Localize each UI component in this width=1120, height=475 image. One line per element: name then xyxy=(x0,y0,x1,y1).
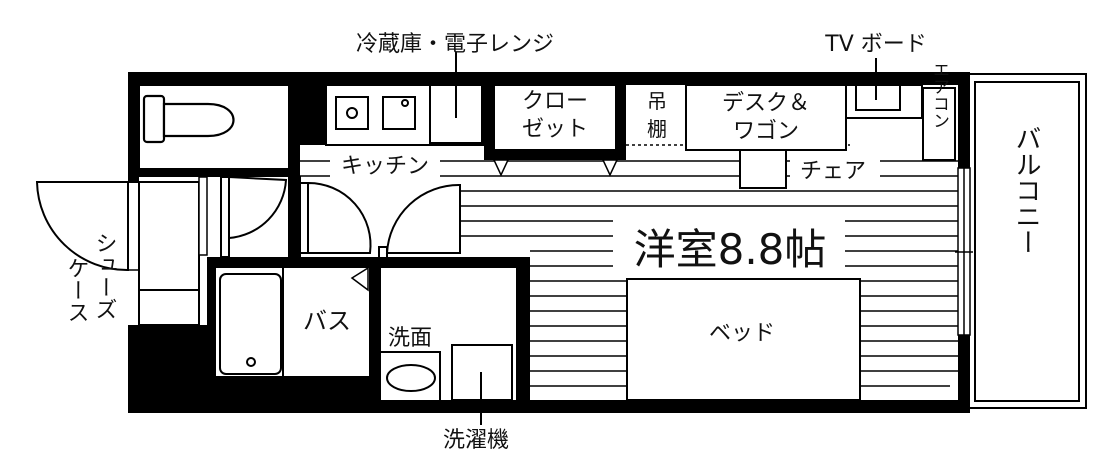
bath-block xyxy=(207,257,530,425)
hall-doors xyxy=(220,175,461,264)
label-bath: バス xyxy=(303,307,351,335)
toilet-icon xyxy=(142,94,235,144)
wash-basin-icon xyxy=(379,351,441,402)
closet xyxy=(484,84,626,177)
label-tv-board: TV ボード xyxy=(824,32,926,57)
bathtub-icon xyxy=(219,273,282,375)
sink-icon xyxy=(335,96,369,130)
tv-board xyxy=(845,58,923,119)
label-shoe-case-line2: ケース xyxy=(64,257,89,323)
window xyxy=(955,167,973,336)
label-desk-wagon-line2: ワゴン xyxy=(733,119,799,144)
label-closet-line1: クロー xyxy=(522,89,588,114)
outer-walls xyxy=(128,72,970,413)
desk xyxy=(685,84,847,189)
washing-machine-icon xyxy=(451,344,513,425)
aircon-unit xyxy=(922,87,956,161)
stove-icon xyxy=(382,96,416,130)
toilet-room xyxy=(138,84,300,177)
label-washroom: 洗面 xyxy=(388,326,432,351)
label-hanging-shelf-line1: 吊 xyxy=(647,89,667,113)
label-balcony: バルコニー xyxy=(1011,125,1041,255)
entry xyxy=(35,176,208,326)
balcony xyxy=(967,73,1087,409)
label-chair: チェア xyxy=(800,159,866,184)
label-western-room: 洋室8.8帖 xyxy=(634,225,827,274)
kitchen-counter xyxy=(300,84,485,146)
label-desk-wagon-line1: デスク＆ xyxy=(722,91,810,116)
label-fridge-microwave: 冷蔵庫・電子レンジ xyxy=(356,32,554,57)
label-shoe-case-line1: シューズ xyxy=(92,232,117,320)
label-washing-machine: 洗濯機 xyxy=(443,428,509,453)
label-kitchen: キッチン xyxy=(341,154,429,179)
label-hanging-shelf-line2: 棚 xyxy=(647,117,667,141)
label-aircon: エアコン xyxy=(929,61,949,129)
bed xyxy=(626,278,861,401)
label-closet-line2: ゼット xyxy=(522,117,588,142)
label-bed: ベッド xyxy=(709,321,775,346)
